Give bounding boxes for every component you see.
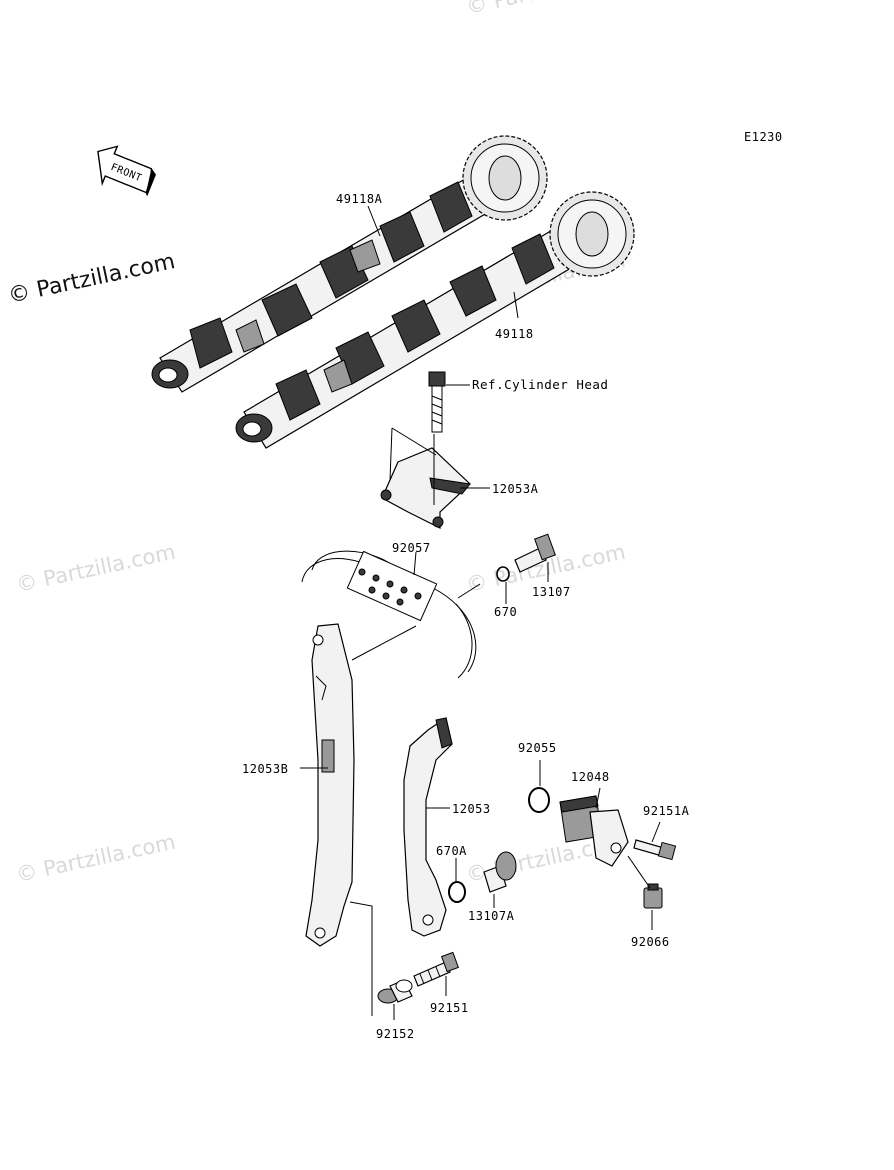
part-label-49118[interactable]: 49118 xyxy=(495,327,534,341)
bolt-92151a xyxy=(633,839,677,861)
leader-line xyxy=(367,205,381,237)
front-arrow-icon: FRONT xyxy=(97,145,156,197)
oring-670a xyxy=(448,881,466,903)
leader-line xyxy=(595,787,601,809)
part-label-12053a[interactable]: 12053A xyxy=(492,482,539,496)
leader-line xyxy=(513,291,519,319)
watermark: © Partzilla.com xyxy=(14,830,178,887)
watermark: © Partzilla.com xyxy=(464,0,628,19)
part-label-92151[interactable]: 92151 xyxy=(430,1001,469,1015)
part-label-670[interactable]: 670 xyxy=(494,605,517,619)
bolt-92066 xyxy=(643,883,663,909)
guide-12053b xyxy=(305,623,355,947)
camshaft-49118a xyxy=(151,135,548,393)
oring-670 xyxy=(496,566,510,582)
leader-line xyxy=(349,901,373,1016)
part-label-12048[interactable]: 12048 xyxy=(571,770,610,784)
pin-13107a xyxy=(483,851,517,893)
part-label-92057[interactable]: 92057 xyxy=(392,541,431,555)
part-label-92055[interactable]: 92055 xyxy=(518,741,557,755)
part-label-92151a[interactable]: 92151A xyxy=(643,804,690,818)
leader-line xyxy=(651,821,661,843)
guide-12053a xyxy=(380,447,471,529)
leader-line xyxy=(389,427,437,505)
part-label-13107a[interactable]: 13107A xyxy=(468,909,515,923)
part-label-13107[interactable]: 13107 xyxy=(532,585,571,599)
ref-cylinder-head-label[interactable]: Ref.Cylinder Head xyxy=(472,377,608,392)
bolt-ref-cylinder-head xyxy=(428,371,446,433)
leader-line xyxy=(627,855,651,889)
part-label-92152[interactable]: 92152 xyxy=(376,1027,415,1041)
guide-12053 xyxy=(403,717,453,937)
tensioner-12048 xyxy=(559,795,629,867)
watermark: © Partzilla.com xyxy=(14,540,178,597)
bolt-92151 xyxy=(413,951,460,987)
chain-92057 xyxy=(301,550,481,679)
watermark-main: © Partzilla.com xyxy=(6,249,177,309)
camshaft-49118 xyxy=(235,191,635,449)
collar-92152 xyxy=(377,979,413,1004)
part-label-12053b[interactable]: 12053B xyxy=(242,762,288,776)
part-label-92066[interactable]: 92066 xyxy=(631,935,670,949)
leader-line xyxy=(413,551,417,576)
pin-13107 xyxy=(514,533,556,573)
oring-92055 xyxy=(528,787,550,813)
diagram-code: E1230 xyxy=(744,130,783,144)
part-label-12053[interactable]: 12053 xyxy=(452,802,491,816)
part-label-670a[interactable]: 670A xyxy=(436,844,467,858)
part-label-49118a[interactable]: 49118A xyxy=(336,192,383,206)
